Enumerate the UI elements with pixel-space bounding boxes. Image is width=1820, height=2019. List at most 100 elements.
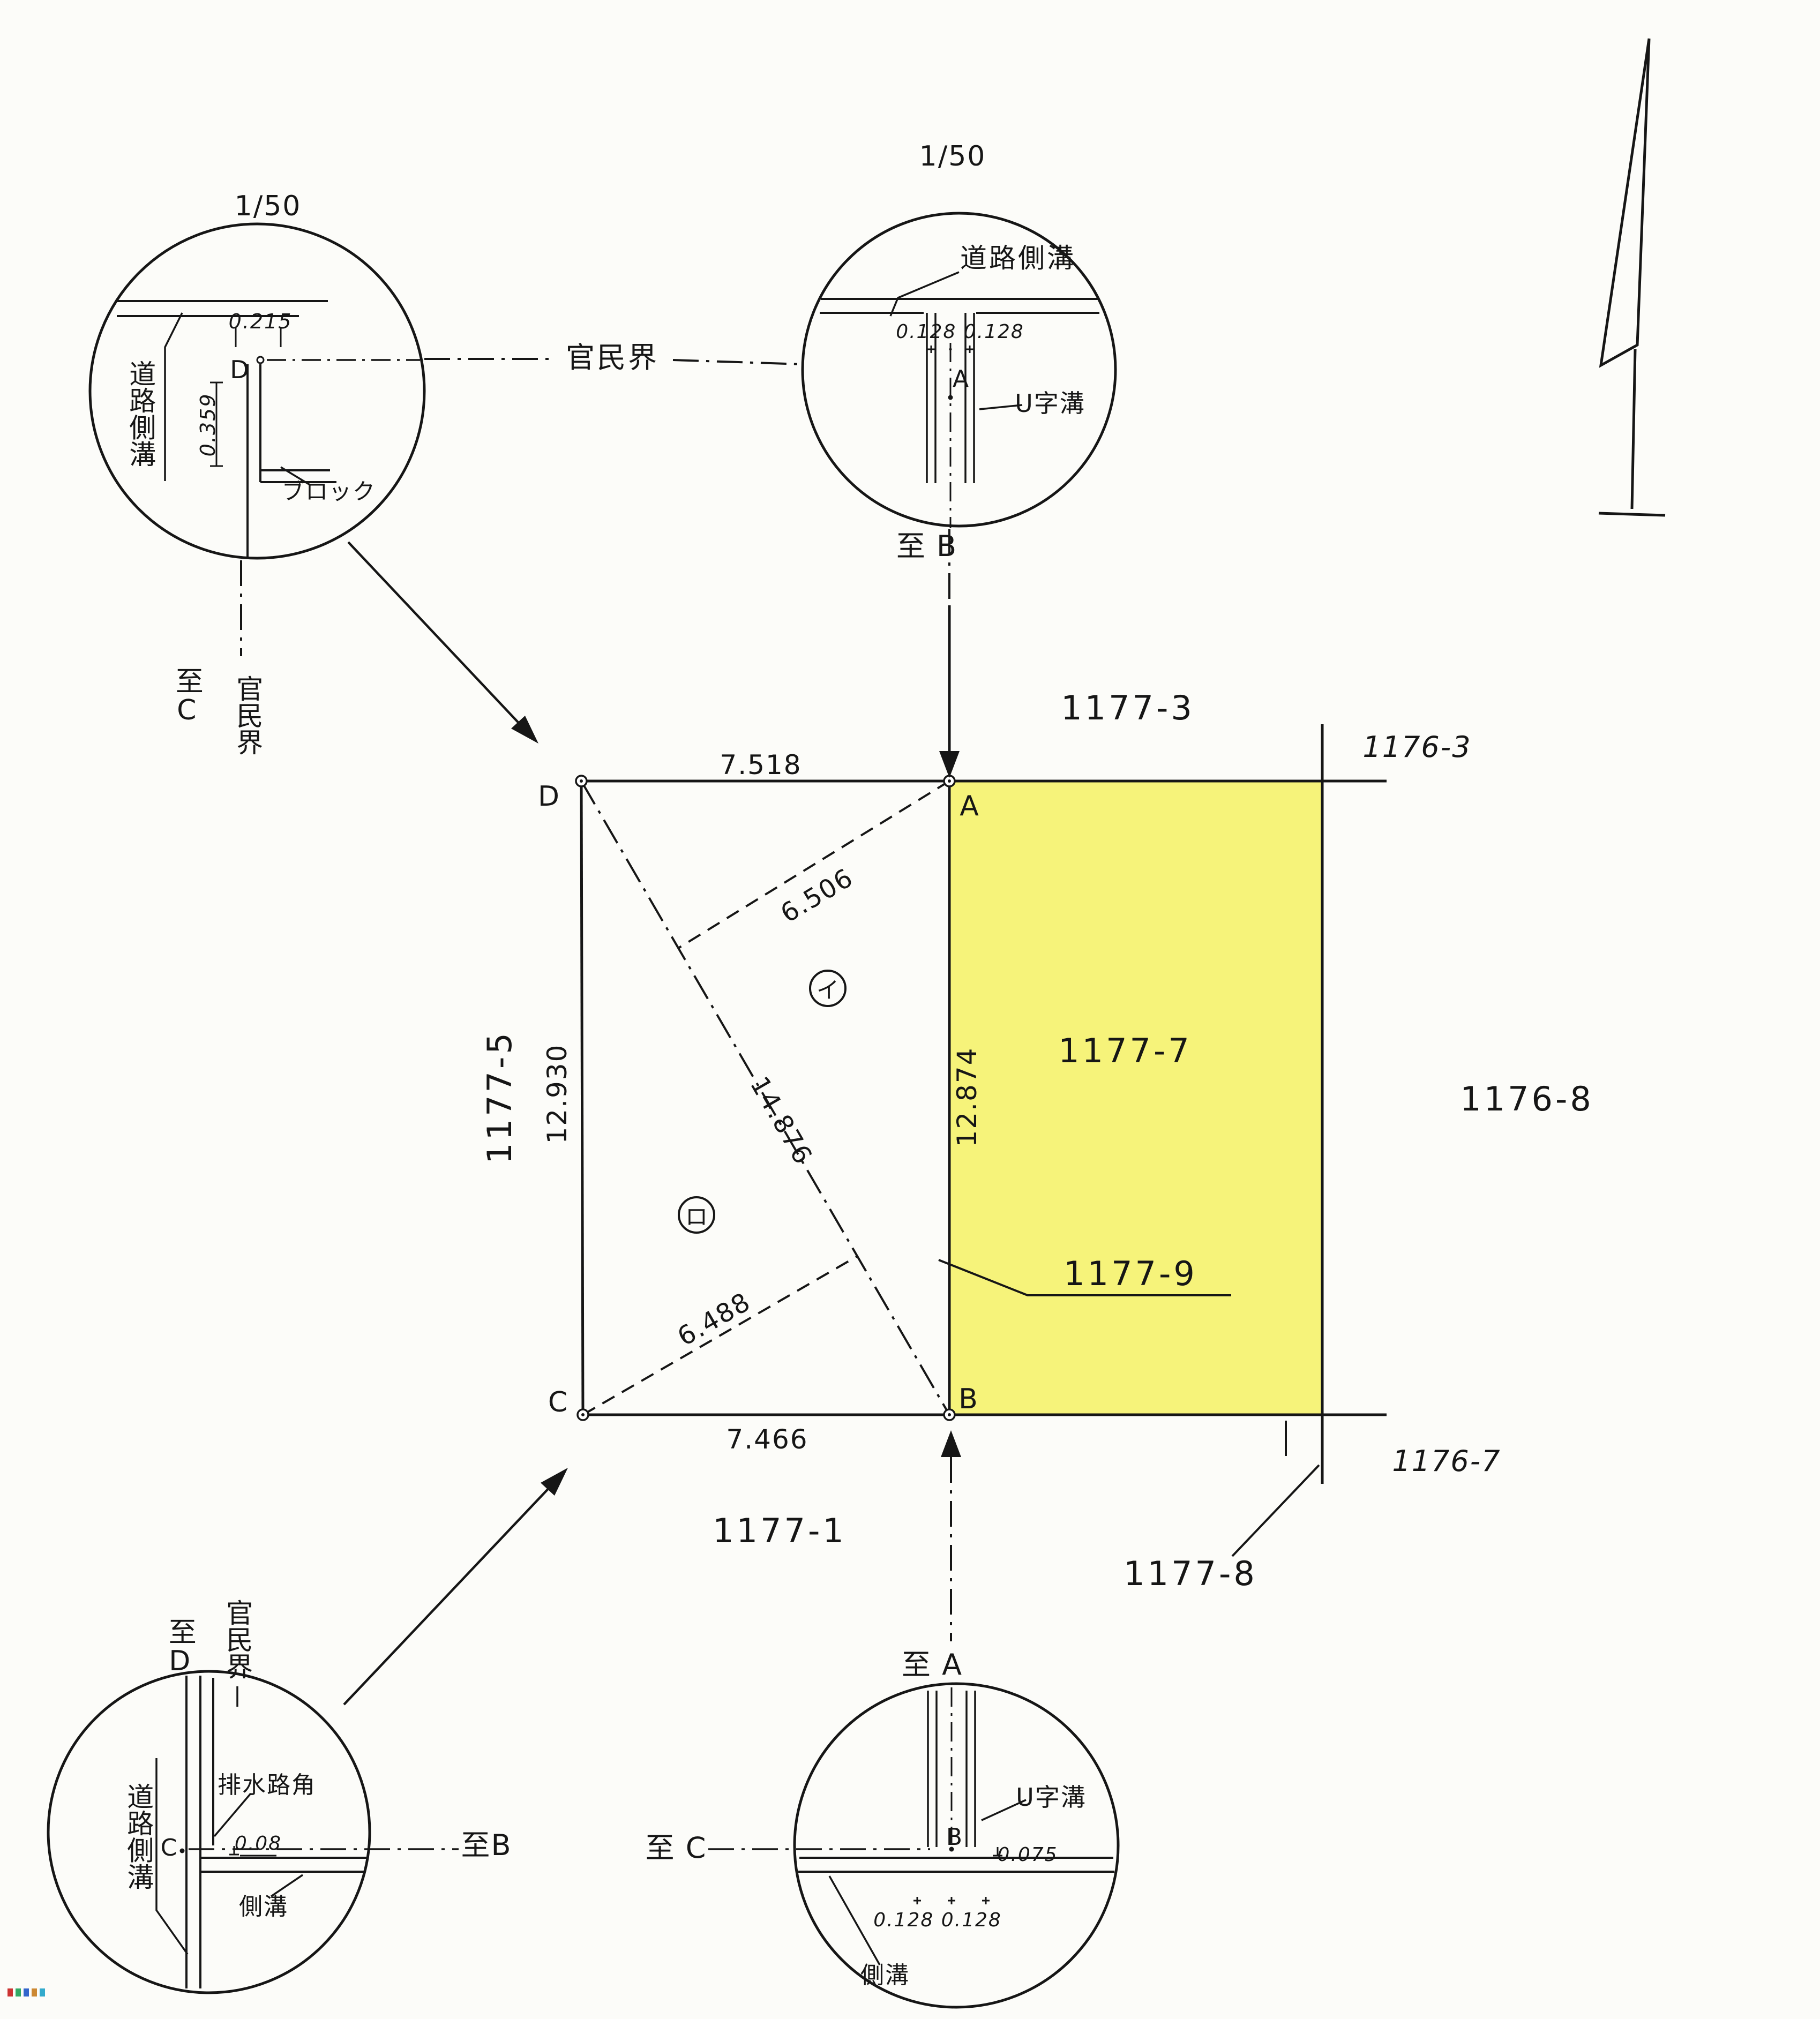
triangle-line-c: [582, 1255, 858, 1416]
gutter-label-b: 側溝: [860, 1962, 910, 1989]
arrow-a-head: [939, 751, 960, 778]
point-c-label: C: [548, 1386, 569, 1418]
u-gutter-leader: [979, 404, 1023, 410]
detail-circle-d-outline: [88, 222, 426, 560]
triangle-line-a: [677, 780, 950, 949]
arrow-b-head: [941, 1430, 961, 1457]
block-label: ブロック: [281, 478, 377, 505]
arrow-d-shaft: [347, 541, 525, 730]
block-leader-line: [280, 466, 311, 486]
dim-0215-label: 0.215: [228, 310, 293, 333]
parcel-label-1176-3: 1176-3: [1362, 730, 1472, 764]
dim-right-label: 12.874: [952, 1047, 983, 1147]
region-mark-i: イ: [809, 970, 847, 1007]
road-gutter-label-c: 道路側溝: [123, 1783, 154, 1890]
parcel-1177-7-highlight: [949, 782, 1322, 1415]
to-d-label-bottom: 至D: [163, 1617, 196, 1677]
point-a-label: A: [960, 790, 980, 822]
dim-left-label: 12.930: [542, 1044, 573, 1144]
parcel-label-1177-9: 1177-9: [1063, 1254, 1197, 1293]
boundary-chain-line: [672, 359, 803, 365]
north-arrow-needle: [1599, 38, 1651, 368]
corner-marker-c-dot: [581, 1413, 585, 1416]
corner-marker-d-dot: [580, 779, 583, 783]
corner-marker-b-dot: [948, 1413, 951, 1416]
detail-circle-c: [47, 1670, 371, 1994]
corner-point-d-detail: [256, 356, 265, 364]
arrow-c-head: [541, 1468, 568, 1496]
region-mark-i-label: イ: [816, 977, 839, 1003]
artifact-mark: [8, 1988, 13, 1997]
detail-circle-d: [88, 222, 426, 560]
u-gutter-label-a: U字溝: [1015, 389, 1085, 418]
boundary-label-bottom: 官民界: [222, 1599, 253, 1679]
point-c-dot: [179, 1848, 185, 1853]
dim-0359-label: 0.359: [196, 393, 220, 457]
parcel-label-1176-8: 1176-8: [1460, 1079, 1594, 1119]
point-b-dot: [949, 1847, 954, 1852]
detail-circle-a-outline: [801, 212, 1117, 528]
point-a-detail-label: A: [952, 365, 970, 393]
u-gutter-leader: [981, 1799, 1027, 1821]
u-gutter-label-b: U字溝: [1016, 1783, 1087, 1812]
artifact-mark: [32, 1988, 37, 1997]
road-gutter-leader: [889, 271, 960, 317]
parcel-label-1177-1: 1177-1: [713, 1511, 847, 1550]
point-c-detail-label: C: [160, 1834, 178, 1862]
label-1177-8-leader: [1231, 1464, 1320, 1557]
diagonal-db-line: [580, 780, 950, 1416]
parcel-left-boundary: [580, 780, 585, 1415]
artifact-mark: [24, 1988, 29, 1997]
drain-corner-label: 排水路角: [218, 1772, 316, 1799]
boundary-links: [189, 358, 930, 1850]
connection-arrows: [343, 529, 961, 1706]
artifact-mark: [16, 1988, 21, 1997]
parcel-label-1177-5: 1177-5: [480, 1030, 519, 1164]
drain-corner-leader: [213, 1792, 252, 1837]
corner-marker-a-dot: [948, 779, 951, 783]
road-gutter-label-d: 道路側溝: [125, 360, 156, 467]
parcel-label-1177-7: 1177-7: [1058, 1031, 1192, 1070]
north-arrow-crossbar: [1598, 512, 1666, 517]
to-b-label-bottom-left: 至B: [461, 1828, 512, 1862]
dims-0128-label-a: 0.128 0.128: [896, 321, 1024, 343]
arrow-c-shaft: [343, 1483, 554, 1706]
detail-circle-b-outline: [793, 1682, 1120, 2009]
point-a-dot: [948, 395, 953, 400]
road-gutter-bracket: [155, 1758, 189, 1955]
dim-top-label: 7.518: [720, 749, 802, 780]
to-c-label-left: 至C: [170, 666, 203, 726]
north-arrow: [1598, 38, 1666, 517]
boundary-label-mid: 官民界: [566, 341, 659, 374]
scale-label-top-center: 1/50: [919, 140, 986, 172]
dims-0128-label-b: 0.128 0.128: [873, 1909, 1002, 1931]
to-c-label-bottom: 至 C: [645, 1831, 707, 1865]
point-b-label: B: [958, 1383, 979, 1415]
to-b-label-top: 至 B: [896, 529, 958, 563]
gutter-leader: [271, 1874, 303, 1897]
north-arrow-shaft: [1630, 349, 1637, 509]
artifact-mark: [40, 1988, 45, 1997]
arrow-d-head: [511, 716, 538, 744]
label-1177-9-leader: [938, 1259, 1231, 1296]
point-b-detail-label: B: [946, 1823, 964, 1851]
region-mark-ro: ロ: [678, 1196, 715, 1234]
dim-bottom-label: 7.466: [726, 1424, 808, 1455]
point-d-label: D: [537, 780, 561, 813]
dim-0075-label: 0.075: [997, 1844, 1058, 1866]
dim-dot: [949, 348, 952, 351]
parcel-label-1176-7: 1176-7: [1392, 1444, 1501, 1478]
to-a-label-bottom: 至 A: [901, 1648, 963, 1682]
boundary-label-left: 官民界: [232, 675, 264, 755]
detail-circle-b: [793, 1682, 1120, 2009]
point-d-detail-label: D: [230, 355, 250, 384]
gutter-label-c: 側溝: [239, 1893, 288, 1920]
road-gutter-label-a: 道路側溝: [960, 243, 1076, 274]
region-mark-ro-label: ロ: [685, 1203, 708, 1230]
road-gutter-bracket: [164, 312, 183, 481]
detail-circle-a: [801, 212, 1117, 528]
dim-008-label: 0.08: [234, 1833, 282, 1855]
scan-artifact: [8, 1988, 45, 1997]
